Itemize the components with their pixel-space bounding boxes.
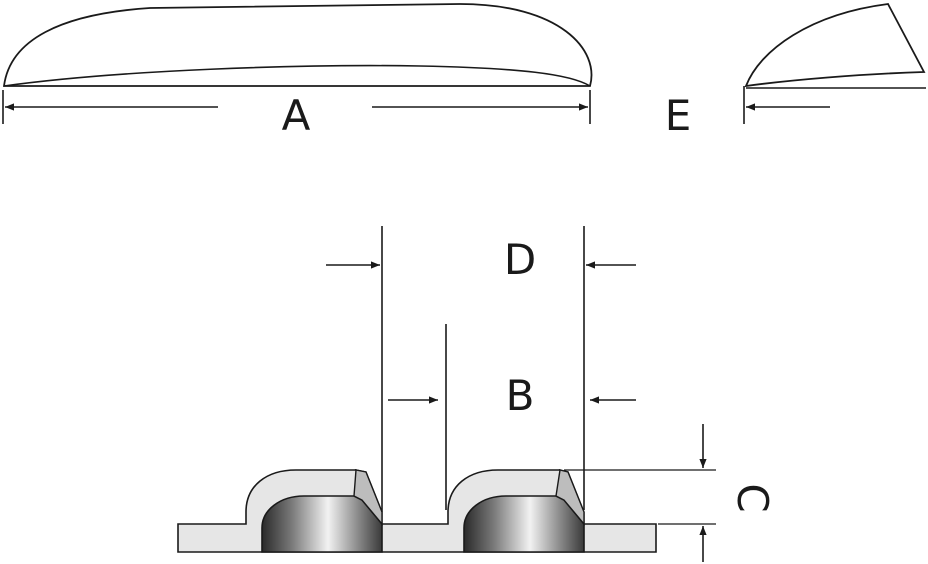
left-bump-core: [261, 495, 383, 553]
right-bump-core: [463, 495, 585, 553]
dimension-b: B: [388, 324, 636, 510]
long-profile-lower-curve: [3, 64, 591, 87]
label-c: C: [728, 483, 777, 512]
cross-section: [177, 468, 657, 553]
dimension-a: A: [2, 90, 591, 140]
label-e: E: [665, 91, 692, 140]
end-profile-view: [744, 3, 926, 89]
label-a: A: [282, 91, 311, 140]
label-b: B: [506, 371, 535, 420]
label-d: D: [504, 235, 536, 284]
long-profile-outline: [2, 3, 593, 87]
right-bump-top-bevel: [555, 469, 585, 526]
dimension-c: C: [564, 424, 777, 562]
long-profile-top-view: [2, 3, 593, 87]
dimension-d: D: [326, 226, 636, 512]
end-profile-outline: [744, 3, 926, 88]
dimension-e: E: [665, 86, 830, 140]
